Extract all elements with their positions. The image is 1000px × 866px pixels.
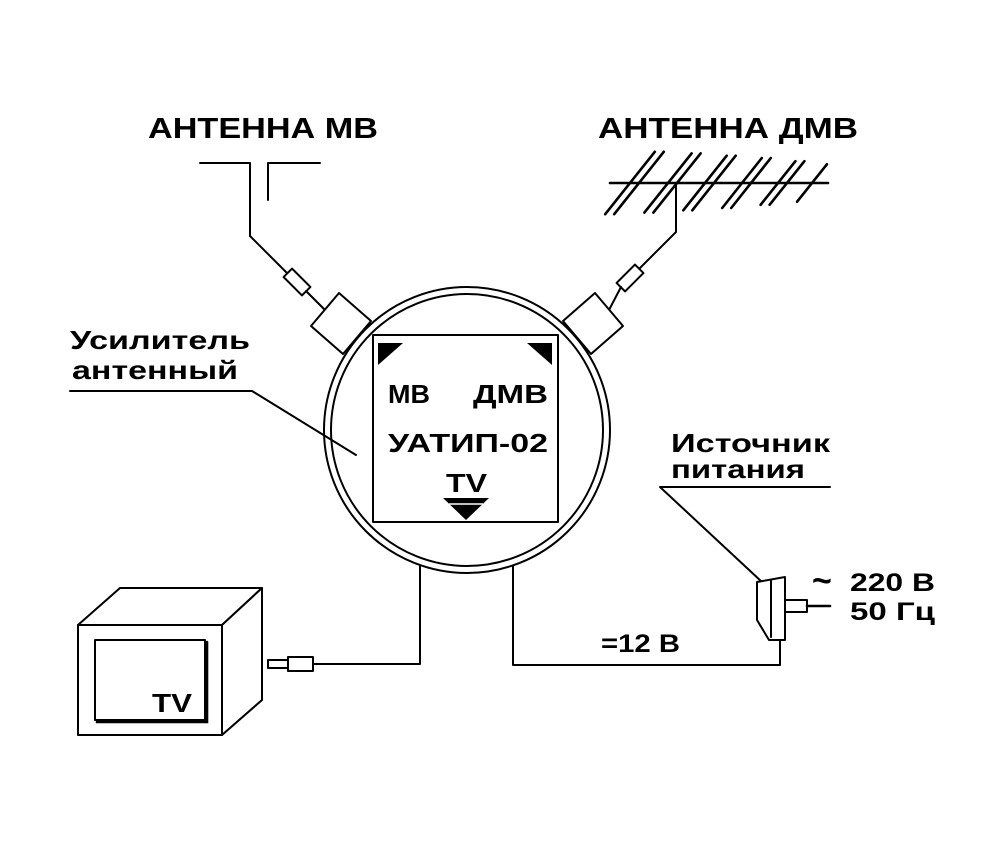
amplifier-callout: Усилитель антенный [69,325,357,456]
mains-plug [784,599,808,613]
mv-antenna [199,162,321,237]
mv-cable-upper [249,235,289,275]
tv-set: TV [77,587,263,736]
power-supply: Источник питания ~ 220 В 50 Гц [659,428,936,641]
mv-antenna-label: АНТЕННА МВ [148,113,378,145]
power-supply-leader-line [659,486,831,583]
dmv-antenna-element [612,150,666,216]
dmv-antenna-label: АНТЕННА ДМВ [598,113,858,145]
dmv-antenna-element [795,163,829,203]
mains-ac-symbol: ~ [812,562,832,600]
amplifier-leader-line [69,390,357,456]
mv-antenna-right-arm [267,162,321,201]
panel-tv-label: TV [446,468,488,498]
tv-set-front-face [77,624,223,736]
power-cable: =12 В [512,565,781,666]
tv-cable-plug-pin [267,659,289,669]
dmv-feed-cable [608,182,677,311]
dmv-antenna-element [729,156,773,210]
mv-input-marker-icon [378,343,403,365]
panel-dmv-label: ДМВ [473,379,548,409]
dmv-antenna-element [768,159,806,207]
tv-cable [267,565,421,672]
dmv-antenna-element [681,154,729,212]
mv-cable-lower [305,290,326,311]
amplifier-label-line1: Усилитель [70,325,250,355]
mv-feed-cable [249,235,326,311]
tv-set-screen-shadow [95,640,209,724]
dmv-input-marker-icon [527,343,552,365]
mains-voltage-label: 220 В [850,569,935,597]
mv-antenna-left-arm [199,162,251,237]
power-supply-label-line1: Источник [671,428,831,458]
tv-output-arrow-icon [443,498,489,520]
panel-mv-label: МВ [388,379,430,409]
power-cable-line [512,565,781,666]
dmv-antenna-element [643,152,693,214]
dmv-antenna [603,150,830,216]
amplifier-body: МВ ДМВ УАТИП-02 TV [310,286,624,574]
amplifier-label-line2: антенный [72,355,238,385]
tv-cable-line [312,565,421,665]
amplifier-outer-ring [323,286,611,574]
dmv-antenna-element [720,156,764,210]
amplifier-mv-input-port [310,292,372,355]
dmv-antenna-element [690,154,738,212]
power-supply-label-line2: питания [671,454,805,484]
amplifier-inner-ring [330,293,604,567]
dmv-cable-upper [639,182,677,269]
tv-set-screen [94,639,206,721]
amplifier-dmv-input-port [562,292,624,355]
tv-set-label: TV [152,688,193,718]
output-voltage-label: =12 В [601,630,680,658]
mains-frequency-label: 50 Гц [850,598,936,626]
amplifier-front-panel [372,334,559,523]
panel-model-label: УАТИП-02 [388,428,548,458]
tv-cable-plug [287,656,314,672]
dmv-antenna-element [759,159,797,207]
dmv-antenna-element [603,150,657,216]
dmv-cable-lower [608,286,622,311]
